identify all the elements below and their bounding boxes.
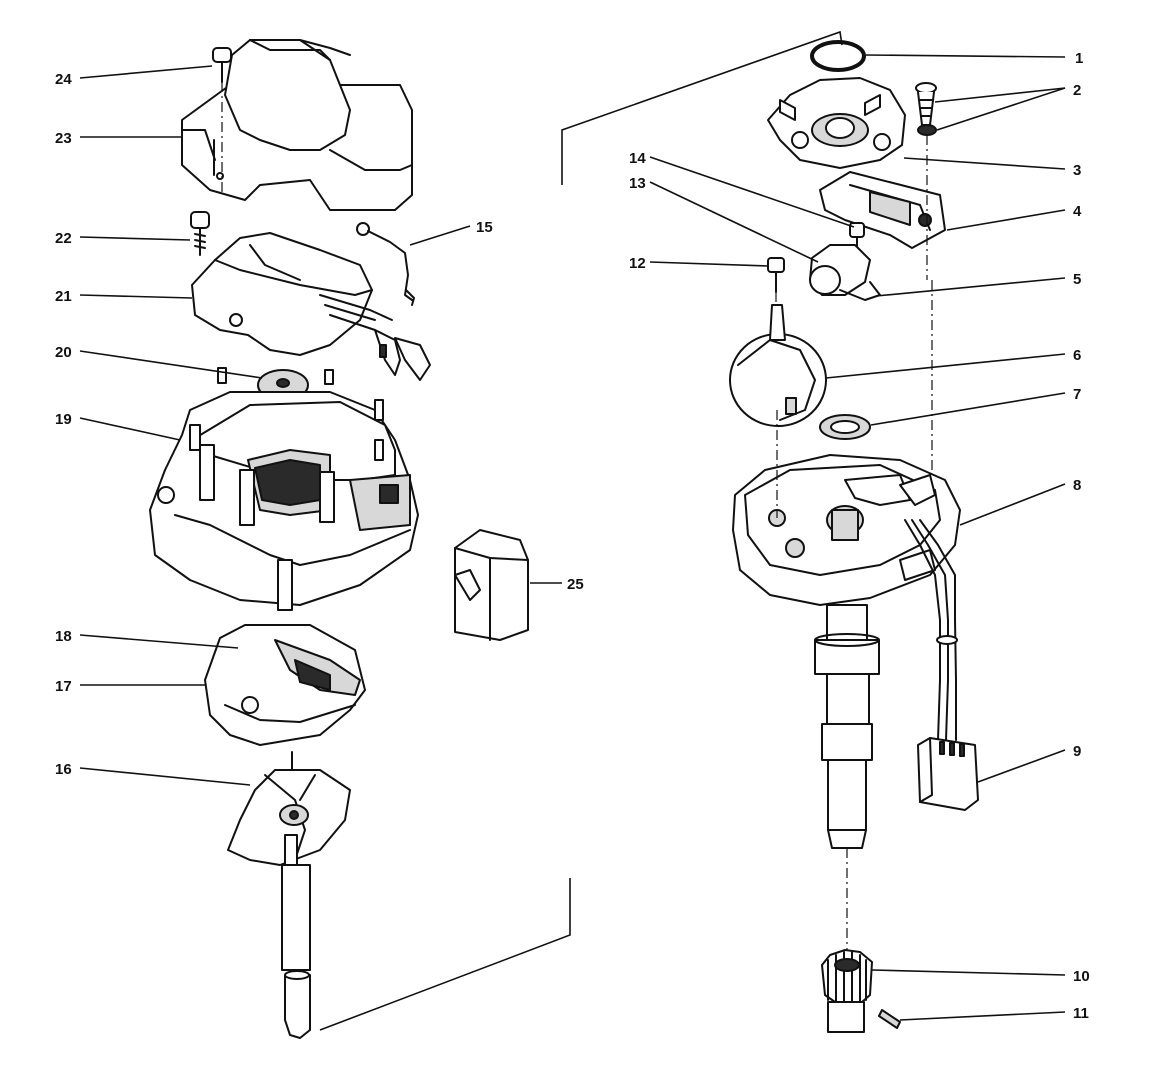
callout-22: 22 [55, 230, 72, 247]
part-17-rotor [204, 624, 366, 746]
part-3-pickup-coil [767, 77, 906, 169]
callout-5: 5 [1073, 271, 1081, 288]
part-11-roll-pin [878, 1009, 901, 1029]
assembly-link-top [561, 30, 843, 185]
callout-19: 19 [55, 411, 72, 428]
part-9-connector [917, 737, 979, 811]
callout-3: 3 [1073, 162, 1081, 179]
part-19-distributor-cap [149, 367, 419, 611]
part-25-module [454, 529, 529, 641]
part-4-ignition-module [819, 171, 946, 249]
part-16-housing [227, 751, 351, 1039]
callout-18: 18 [55, 628, 72, 645]
callout-numbers: 1 2 3 4 5 6 7 8 9 10 11 12 13 14 15 16 1… [55, 50, 1090, 1022]
assembly-link-bottom [319, 878, 571, 1031]
callout-6: 6 [1073, 347, 1081, 364]
part-8-shaft [814, 604, 880, 849]
part-21-terminals [374, 329, 431, 381]
callout-15: 15 [476, 219, 493, 236]
part-12-screw [767, 257, 785, 293]
callout-16: 16 [55, 761, 72, 778]
part-8-harness [899, 474, 958, 741]
part-15-ground-wire [356, 222, 415, 306]
callout-10: 10 [1073, 968, 1090, 985]
callout-25: 25 [567, 576, 584, 593]
callout-24: 24 [55, 71, 72, 88]
part-23-coil-cover [181, 39, 413, 211]
part-1-retaining-ring [810, 40, 866, 72]
part-2-screw-washer [915, 82, 937, 136]
part-21-ignition-coil [191, 232, 393, 356]
callout-4: 4 [1073, 203, 1082, 220]
part-22-screw [190, 211, 210, 256]
callout-1: 1 [1075, 50, 1083, 67]
part-6-vacuum-advance [729, 304, 827, 427]
part-10-drive-gear [821, 949, 873, 1033]
callout-8: 8 [1073, 477, 1081, 494]
callout-17: 17 [55, 678, 72, 695]
callout-11: 11 [1073, 1005, 1089, 1022]
callout-21: 21 [55, 288, 72, 305]
part-7-washer [819, 414, 871, 440]
part-5-capacitor [809, 244, 881, 301]
callout-14: 14 [629, 150, 646, 167]
leader-lines [79, 54, 1066, 1021]
callout-20: 20 [55, 344, 72, 361]
callout-7: 7 [1073, 386, 1081, 403]
callout-9: 9 [1073, 743, 1081, 760]
callout-12: 12 [629, 255, 646, 272]
callout-13: 13 [629, 175, 646, 192]
callout-2: 2 [1073, 82, 1081, 99]
callout-23: 23 [55, 130, 72, 147]
